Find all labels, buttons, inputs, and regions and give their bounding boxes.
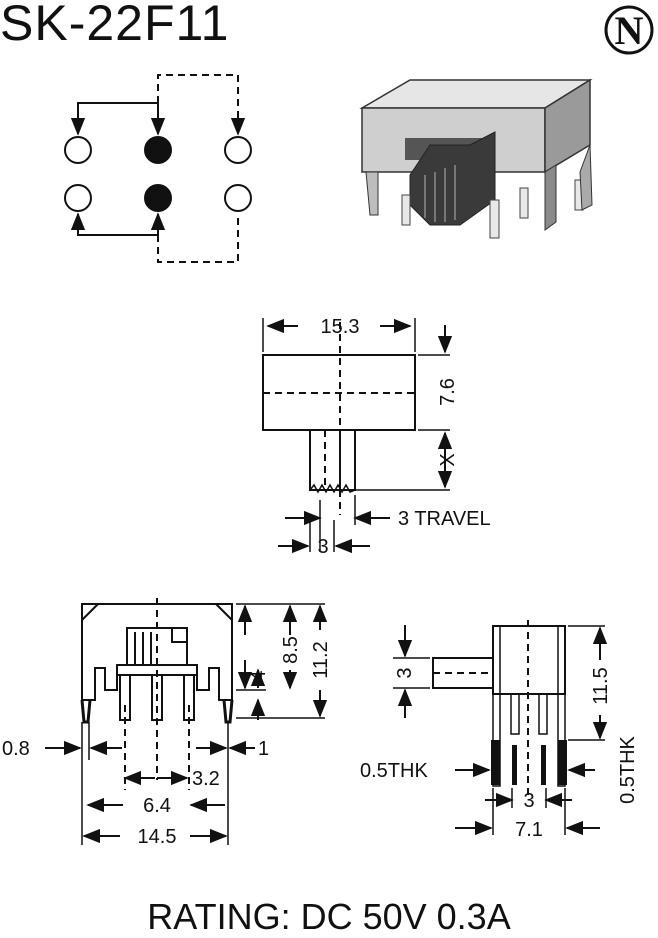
rating-text: RATING: DC 50V 0.3A [147, 896, 511, 937]
travel-label: 3 TRAVEL [398, 508, 491, 530]
dim-p1: 3.2 [192, 768, 220, 790]
end-act: 3 [394, 667, 416, 678]
end-height: 11.5 [590, 667, 612, 704]
part-number-title: SK-22F11 [0, 0, 230, 51]
circuit-schematic [64, 74, 252, 263]
end-span: 7.1 [515, 819, 543, 841]
front-view-drawing: 15.3 7.6 X 3 TRAVEL 3 [262, 316, 491, 558]
dim-p3: 14.5 [138, 826, 177, 848]
contact-common [144, 136, 172, 164]
brand-logo: N [604, 5, 654, 55]
dim-h2: 11.2 [310, 641, 332, 678]
end-view-drawing: 3 11.5 0.5THK 0.5THK 3 [360, 620, 639, 841]
logo-letter: N [615, 8, 644, 53]
dim-right: 1 [258, 738, 269, 760]
dim-width: 15.3 [321, 316, 360, 338]
dim-actuator: 3 [317, 536, 328, 558]
dim-height: 7.6 [437, 378, 459, 406]
contact-open [64, 136, 92, 164]
contact-open [224, 136, 252, 164]
end-pitch: 3 [523, 790, 534, 812]
side-view-drawing: 8.5 11.2 4 0.8 1 3.2 6.4 14.5 [2, 598, 332, 848]
end-thk-left: 0.5THK [360, 760, 428, 782]
dim-h1: 8.5 [280, 636, 302, 664]
switch-3d-illustration [359, 78, 593, 239]
end-thk-right: 0.5THK [617, 735, 639, 803]
contact-open [64, 184, 92, 212]
dim-h3: 4 [248, 670, 270, 681]
contact-open [224, 184, 252, 212]
contact-common [144, 184, 172, 212]
dim-p2: 6.4 [143, 795, 171, 817]
dim-x: X [437, 453, 459, 466]
dim-left: 0.8 [2, 738, 30, 760]
